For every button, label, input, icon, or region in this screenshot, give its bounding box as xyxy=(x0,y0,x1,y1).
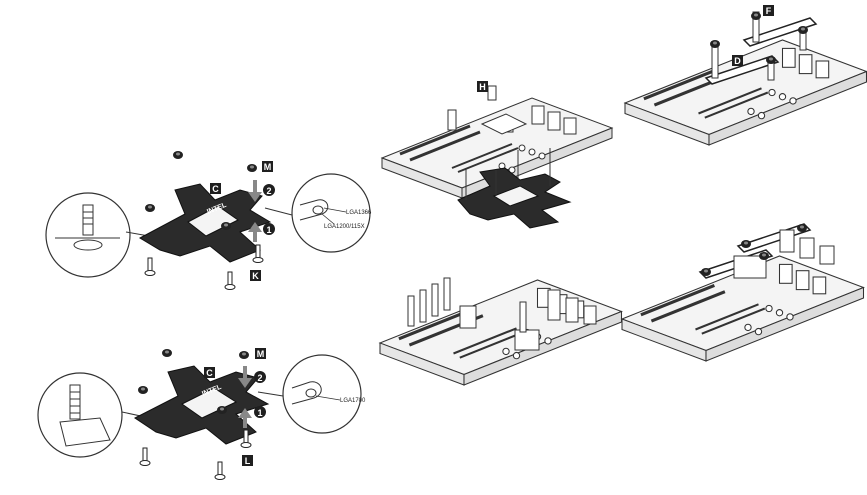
part-plate-label: C xyxy=(206,368,213,378)
part-tag xyxy=(262,161,273,172)
part-plate-label: C xyxy=(212,184,219,194)
motherboard-icon: H xyxy=(380,81,614,229)
zoom-callout-icon xyxy=(37,372,151,458)
slot-label: LGA1700 xyxy=(340,398,366,404)
zoom-callout-icon xyxy=(264,173,371,253)
arrow-up-icon xyxy=(238,408,252,428)
slot-label: LGA1366 xyxy=(346,210,372,216)
part-tag xyxy=(210,183,221,194)
step-number: 2 xyxy=(266,186,271,196)
arrow-down-icon xyxy=(248,180,262,202)
part-standoff-label: H xyxy=(479,82,486,92)
motherboard-icon xyxy=(620,223,866,363)
zoom-callout-icon xyxy=(45,192,161,278)
step-bottom-assembly: INTEL C M L 2 1 xyxy=(37,348,366,480)
part-screw-label: L xyxy=(245,456,251,466)
motherboard-icon xyxy=(378,277,624,387)
part-screw-label: K xyxy=(252,271,259,281)
step-number: 1 xyxy=(266,225,271,235)
part-nut-label: M xyxy=(264,162,272,172)
part-tag xyxy=(250,270,261,281)
step-top-assembly: INTEL C M K 2 1 xyxy=(45,151,372,290)
part-bracket-label: D xyxy=(734,56,741,66)
part-bracket-top-label: F xyxy=(766,6,772,16)
slot-label: LGA1200/115X xyxy=(324,224,365,230)
part-nut-label: M xyxy=(257,349,265,359)
arrow-down-icon xyxy=(238,366,252,388)
backplate-icon xyxy=(457,167,572,229)
backplate-icon: INTEL xyxy=(138,183,272,263)
arrow-up-icon xyxy=(248,222,262,242)
step-number: 2 xyxy=(257,373,262,383)
motherboard-icon: F D xyxy=(623,5,867,147)
step-number: 1 xyxy=(257,408,262,418)
backplate-icon: INTEL xyxy=(134,365,270,445)
zoom-callout-icon xyxy=(257,354,362,434)
